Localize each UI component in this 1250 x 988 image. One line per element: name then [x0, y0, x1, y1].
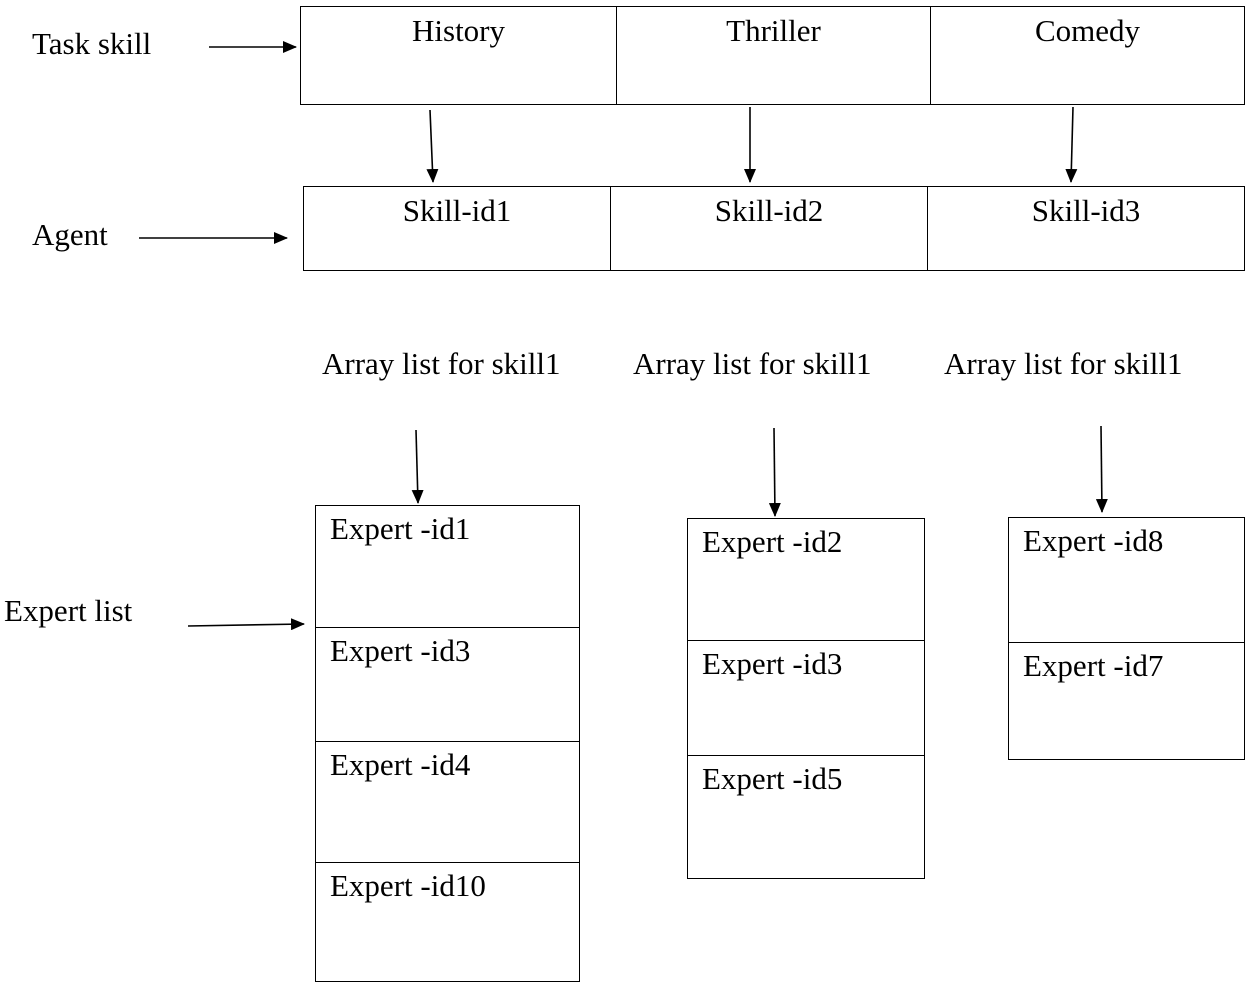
array-list-title-1: Array list for skill1: [322, 346, 561, 381]
expert-cell: Expert -id7: [1023, 648, 1164, 683]
array-list-2-arrow: [768, 427, 781, 517]
expert-cell: Expert -id10: [330, 868, 486, 903]
expert-list-arrow: [187, 618, 305, 631]
expert-cell: Expert -id8: [1009, 518, 1244, 643]
comedy-to-skill-id3-arrow: [1065, 106, 1078, 183]
expert-column-1: Expert -id1 Expert -id3 Expert -id4 Expe…: [315, 505, 580, 982]
expert-cell: Expert -id3: [316, 628, 579, 742]
task-skill-cell-comedy: Comedy: [1034, 13, 1141, 48]
agent-cell-skill-id2: Skill-id2: [611, 187, 928, 270]
expert-cell: Expert -id4: [316, 742, 579, 863]
task-skill-box: History Thriller Comedy: [300, 6, 1245, 105]
agent-cell-skill-id3: Skill-id3: [1031, 193, 1141, 228]
array-list-3-arrow: [1095, 425, 1108, 513]
expert-list-label: Expert list: [4, 593, 133, 628]
array-list-title-3: Array list for skill1: [944, 346, 1183, 381]
expert-cell: Expert -id3: [688, 641, 924, 756]
expert-column-2: Expert -id2 Expert -id3 Expert -id5: [687, 518, 925, 879]
task-skill-cell-history: History: [301, 7, 617, 104]
history-to-skill-id1-arrow: [426, 109, 439, 183]
agent-cell-skill-id1: Skill-id1: [304, 187, 611, 270]
expert-column-3: Expert -id8 Expert -id7: [1008, 517, 1245, 760]
array-list-1-arrow: [411, 429, 424, 504]
task-skill-label: Task skill: [32, 26, 152, 61]
expert-cell: Expert -id5: [702, 761, 843, 796]
task-skill-cell-thriller: Thriller: [617, 7, 931, 104]
agent-label: Agent: [32, 217, 108, 252]
agent-box: Skill-id1 Skill-id2 Skill-id3: [303, 186, 1245, 271]
expert-cell: Expert -id2: [688, 519, 924, 641]
array-list-title-2: Array list for skill1: [633, 346, 872, 381]
expert-cell: Expert -id1: [316, 506, 579, 628]
